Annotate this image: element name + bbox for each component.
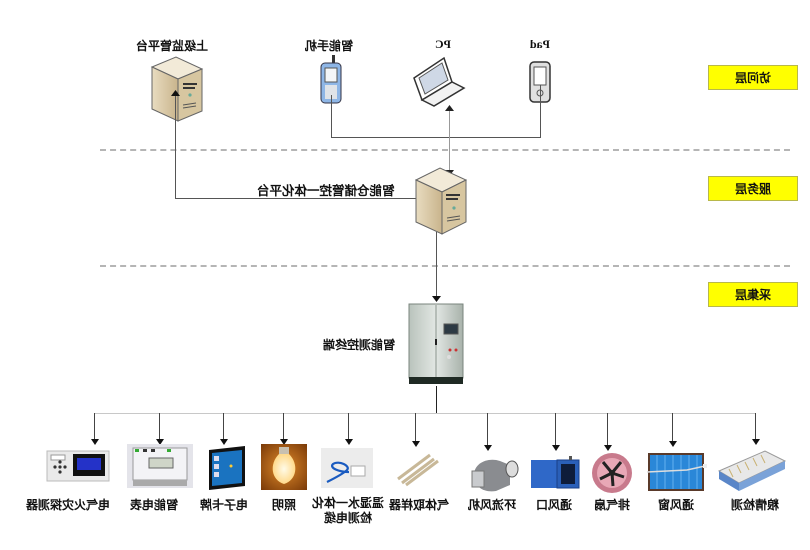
arrow-down-icon xyxy=(751,439,760,445)
label-sensor-cable: 温湿水一体化检测电缆 xyxy=(311,496,384,525)
label-circulation-fan: 环流风机 xyxy=(467,498,516,512)
connector-terminal-bus xyxy=(436,386,437,413)
arrow-down-icon xyxy=(432,296,441,302)
device-drop-line xyxy=(223,413,224,440)
superior-server-icon xyxy=(150,56,204,122)
arrow-down-icon xyxy=(411,441,420,447)
connector-phone-line xyxy=(331,95,332,137)
vent-window-icon xyxy=(646,453,707,491)
label-gas-sampler: 气体取样器 xyxy=(388,498,449,512)
sensor-cable-icon xyxy=(321,448,373,488)
connector-superior-horizontal xyxy=(175,198,443,199)
service-server-icon xyxy=(414,167,468,235)
arrow-down-icon xyxy=(551,445,560,451)
arrow-down-icon xyxy=(155,439,164,445)
separator-access-service xyxy=(100,149,790,151)
device-drop-line xyxy=(94,413,95,440)
arrow-down-icon xyxy=(668,441,677,447)
vent-icon xyxy=(531,456,580,489)
label-pad: Pad xyxy=(529,37,550,51)
label-vent-window: 通风窗 xyxy=(657,498,694,512)
arrow-down-icon xyxy=(279,439,288,445)
label-service-platform: 智能仓储管控一体化平台 xyxy=(256,183,395,198)
grain-monitor-icon xyxy=(717,450,787,491)
label-terminal: 智能测控终端 xyxy=(322,338,395,352)
connector-pc-service xyxy=(449,106,450,174)
device-drop-line xyxy=(159,413,160,440)
label-superior-platform: 上级监管平台 xyxy=(136,39,209,53)
fire-detector-icon xyxy=(46,450,110,482)
device-drop-line xyxy=(348,413,349,440)
circulation-fan-icon xyxy=(471,459,519,492)
device-drop-line xyxy=(755,413,756,440)
layer-tag-service: 服务层 xyxy=(708,176,798,201)
layer-tag-collection: 采集层 xyxy=(708,282,798,307)
label-vent: 通风口 xyxy=(535,498,572,512)
label-fire-detector: 电气火灾探测器 xyxy=(25,498,110,512)
device-bus xyxy=(94,413,756,414)
arrow-up-icon xyxy=(171,90,180,96)
device-drop-line xyxy=(555,413,556,446)
device-drop-line xyxy=(607,413,608,446)
device-drop-line xyxy=(415,413,416,442)
label-pc: PC xyxy=(435,37,451,51)
gas-sampler-icon xyxy=(397,453,439,487)
device-drop-line xyxy=(487,413,488,446)
arrow-down-icon xyxy=(483,445,492,451)
device-drop-line xyxy=(283,413,284,440)
electronic-card-icon xyxy=(209,446,245,490)
smart-meter-icon xyxy=(127,444,193,488)
label-grain-monitor: 粮情检测 xyxy=(730,498,779,512)
arrow-down-icon xyxy=(90,439,99,445)
label-lighting: 照明 xyxy=(271,498,296,512)
arrow-down-icon xyxy=(219,439,228,445)
connector-superior-line xyxy=(175,92,176,198)
arrow-down-icon xyxy=(603,445,612,451)
arrow-up-icon xyxy=(445,105,454,111)
device-drop-line xyxy=(672,413,673,442)
label-electronic-card: 电子卡牌 xyxy=(199,498,248,512)
pc-laptop-icon xyxy=(413,56,466,107)
separator-service-collection xyxy=(100,265,790,267)
connector-pad-line xyxy=(540,85,541,137)
control-cabinet-icon xyxy=(408,303,464,384)
lighting-bulb-icon xyxy=(261,444,307,490)
connector-access-bus xyxy=(331,137,541,138)
label-smart-meter: 智能电表 xyxy=(129,498,178,512)
label-exhaust-fan: 排气扇 xyxy=(593,498,630,512)
arrow-down-icon xyxy=(344,439,353,445)
layer-tag-access: 访问层 xyxy=(708,65,798,90)
connector-service-collection xyxy=(436,232,437,298)
label-smartphone: 智能手机 xyxy=(304,39,353,53)
exhaust-fan-icon xyxy=(592,453,632,493)
